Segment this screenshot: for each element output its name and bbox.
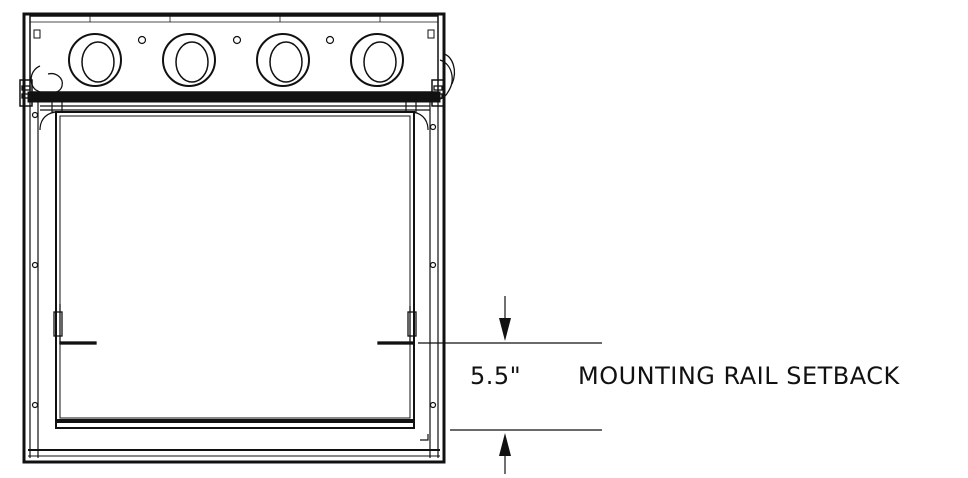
bottom-rail [28,419,440,457]
port-circle-3 [256,33,310,87]
housing-screw-holes [137,35,335,45]
side-post-holes [31,111,437,441]
port-circle-2 [162,33,216,87]
inner-opening [39,111,429,423]
top-rail [27,91,441,113]
dimension-caption: MOUNTING RAIL SETBACK [578,362,900,390]
port-circle-1 [68,33,122,87]
dimension-setback [418,296,602,474]
unit-outer-frame [22,12,446,464]
port-circle-4 [350,33,404,87]
mounting-rail-left [53,304,97,345]
mounting-rail-right [377,304,417,345]
dimension-value: 5.5" [470,362,522,390]
